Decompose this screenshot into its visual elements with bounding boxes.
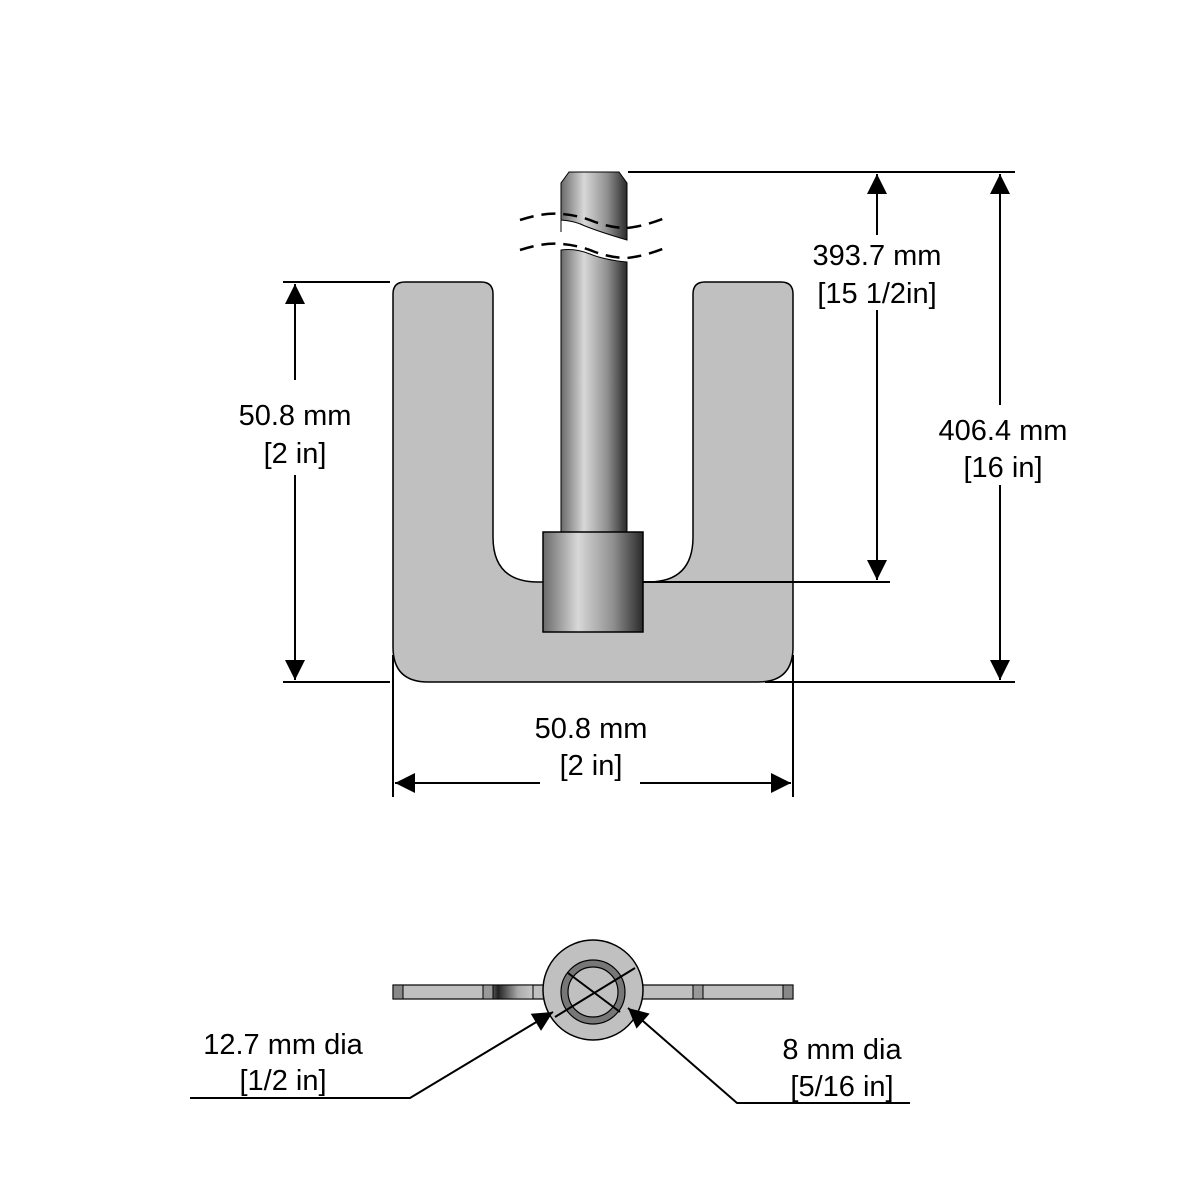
inner-diameter-mm: 8 mm dia [782,1034,902,1066]
leader-inner-diameter [627,1007,910,1104]
break-line-upper [519,212,666,230]
collar [542,531,644,633]
break-line-lower [519,242,666,260]
bottom-view [392,939,794,1041]
rod-length-mm: 393.7 mm [813,240,942,272]
rod-length-in: [15 1/2in] [817,278,936,310]
leader-outer-diameter [190,1011,554,1099]
dim-overall-height [765,174,1015,683]
left-height-in: [2 in] [264,438,327,470]
outer-diameter-mm: 12.7 mm dia [203,1029,363,1061]
dim-bottom-width [392,655,794,797]
rod [519,171,666,533]
overall-height-in: [16 in] [964,452,1043,484]
left-height-mm: 50.8 mm [239,400,352,432]
dim-rod-length [628,171,1015,583]
dim-left-height [283,281,390,683]
overall-height-mm: 406.4 mm [939,415,1068,447]
outer-diameter-in: [1/2 in] [239,1065,326,1097]
inner-diameter-in: [5/16 in] [790,1071,893,1103]
bottom-width-mm: 50.8 mm [535,713,648,745]
bottom-width-in: [2 in] [560,750,623,782]
